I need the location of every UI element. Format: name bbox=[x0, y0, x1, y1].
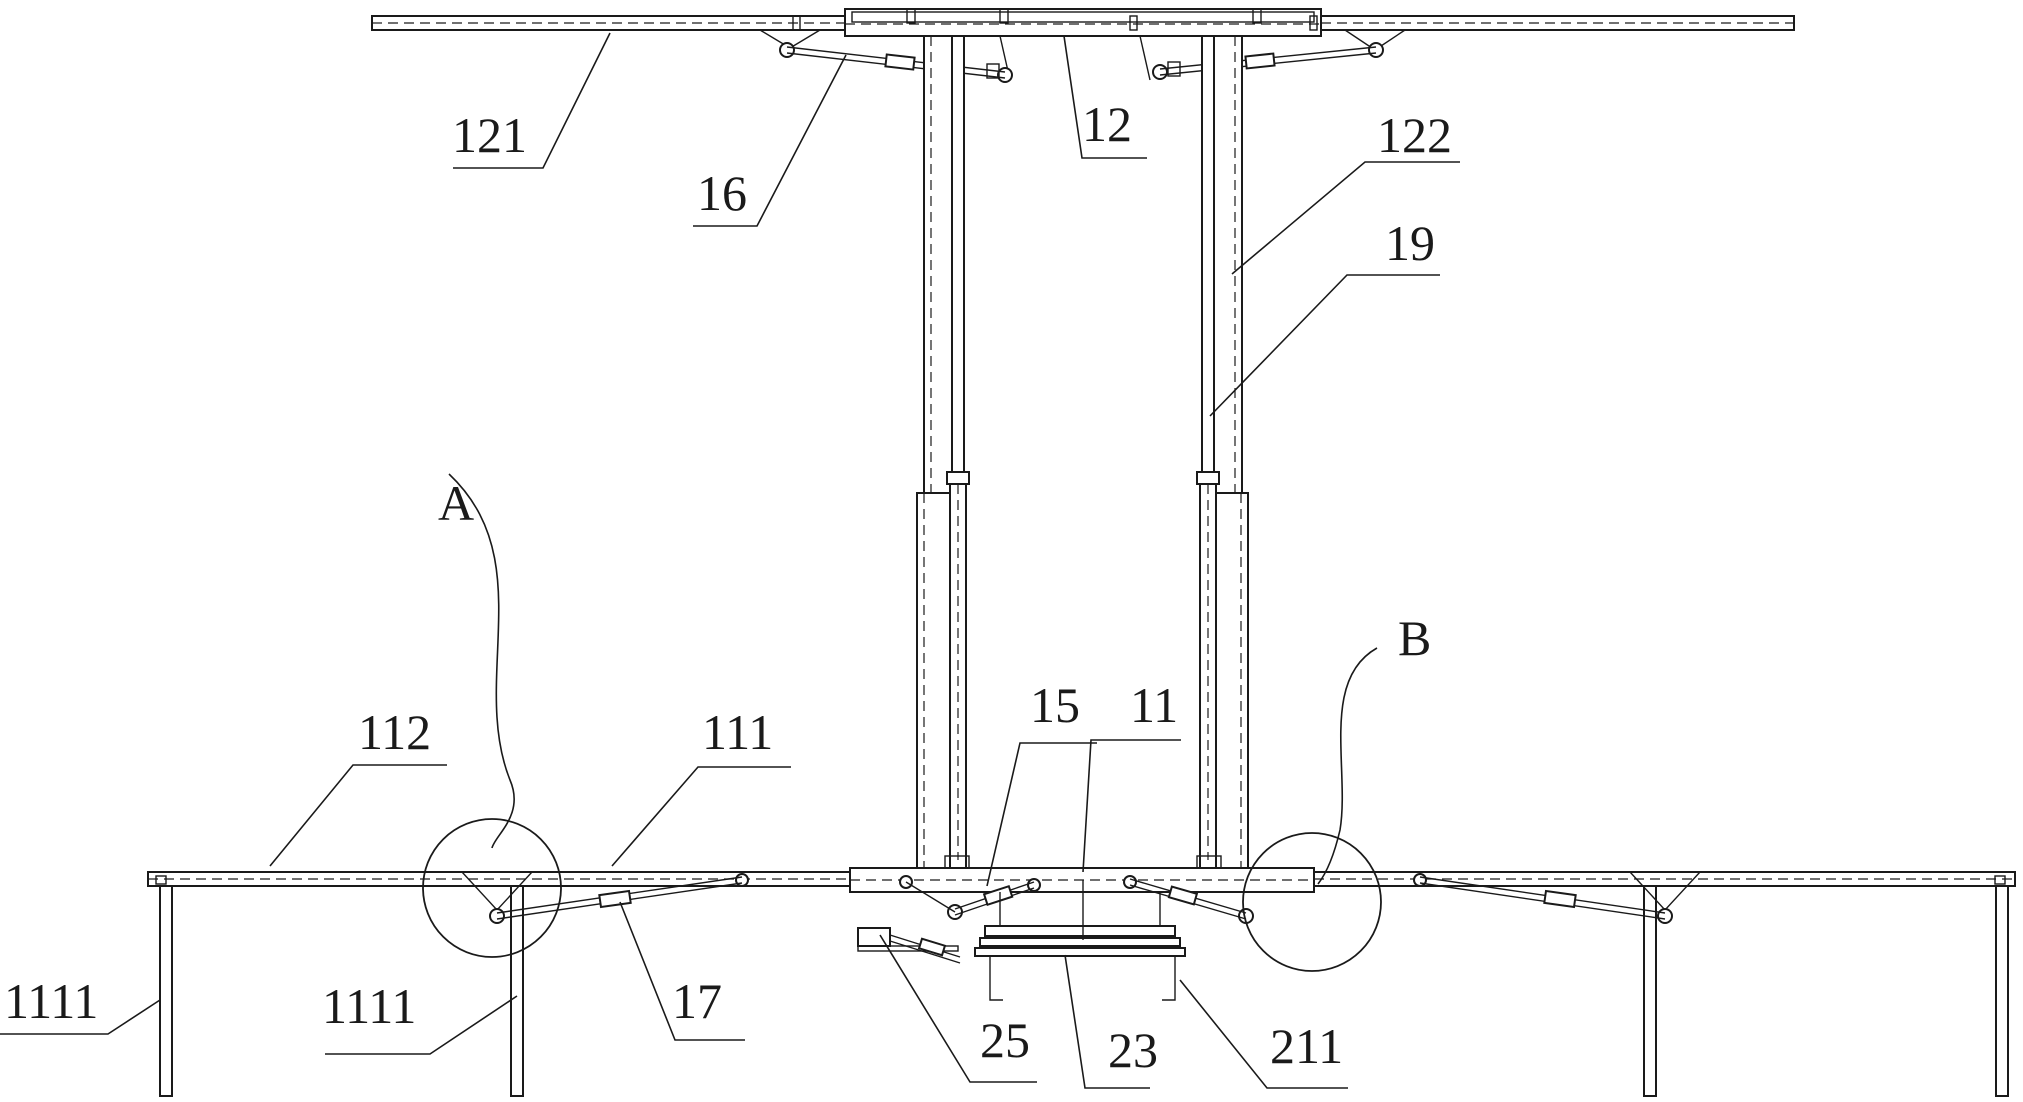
label-12: 12 bbox=[1082, 96, 1132, 152]
label-15: 15 bbox=[1030, 677, 1080, 733]
label-25: 25 bbox=[980, 1012, 1030, 1068]
top-platform-assembly bbox=[372, 9, 1794, 82]
label-211: 211 bbox=[1270, 1018, 1343, 1074]
label-1111-outer: 1111 bbox=[4, 973, 98, 1029]
label-b: B bbox=[1398, 610, 1431, 666]
left-leg-1111-outer bbox=[160, 886, 172, 1096]
label-111: 111 bbox=[702, 704, 773, 760]
label-a: A bbox=[438, 475, 474, 531]
right-leg-outer bbox=[1996, 886, 2008, 1096]
detail-circle-b bbox=[1243, 833, 1381, 971]
label-17: 17 bbox=[672, 973, 722, 1029]
right-rod-19 bbox=[1202, 36, 1214, 472]
left-leg-1111-inner bbox=[511, 886, 523, 1096]
right-upper-column-122 bbox=[1212, 36, 1242, 493]
label-121: 121 bbox=[452, 107, 527, 163]
detail-circle-a bbox=[423, 819, 561, 957]
label-23: 23 bbox=[1108, 1022, 1158, 1078]
label-19: 19 bbox=[1385, 215, 1435, 271]
lower-plate-23 bbox=[985, 926, 1175, 936]
label-1111-inner: 1111 bbox=[322, 978, 416, 1034]
label-122: 122 bbox=[1377, 107, 1452, 163]
label-16: 16 bbox=[697, 165, 747, 221]
label-11: 11 bbox=[1130, 677, 1178, 733]
label-112: 112 bbox=[358, 704, 431, 760]
left-upper-column bbox=[924, 36, 954, 493]
